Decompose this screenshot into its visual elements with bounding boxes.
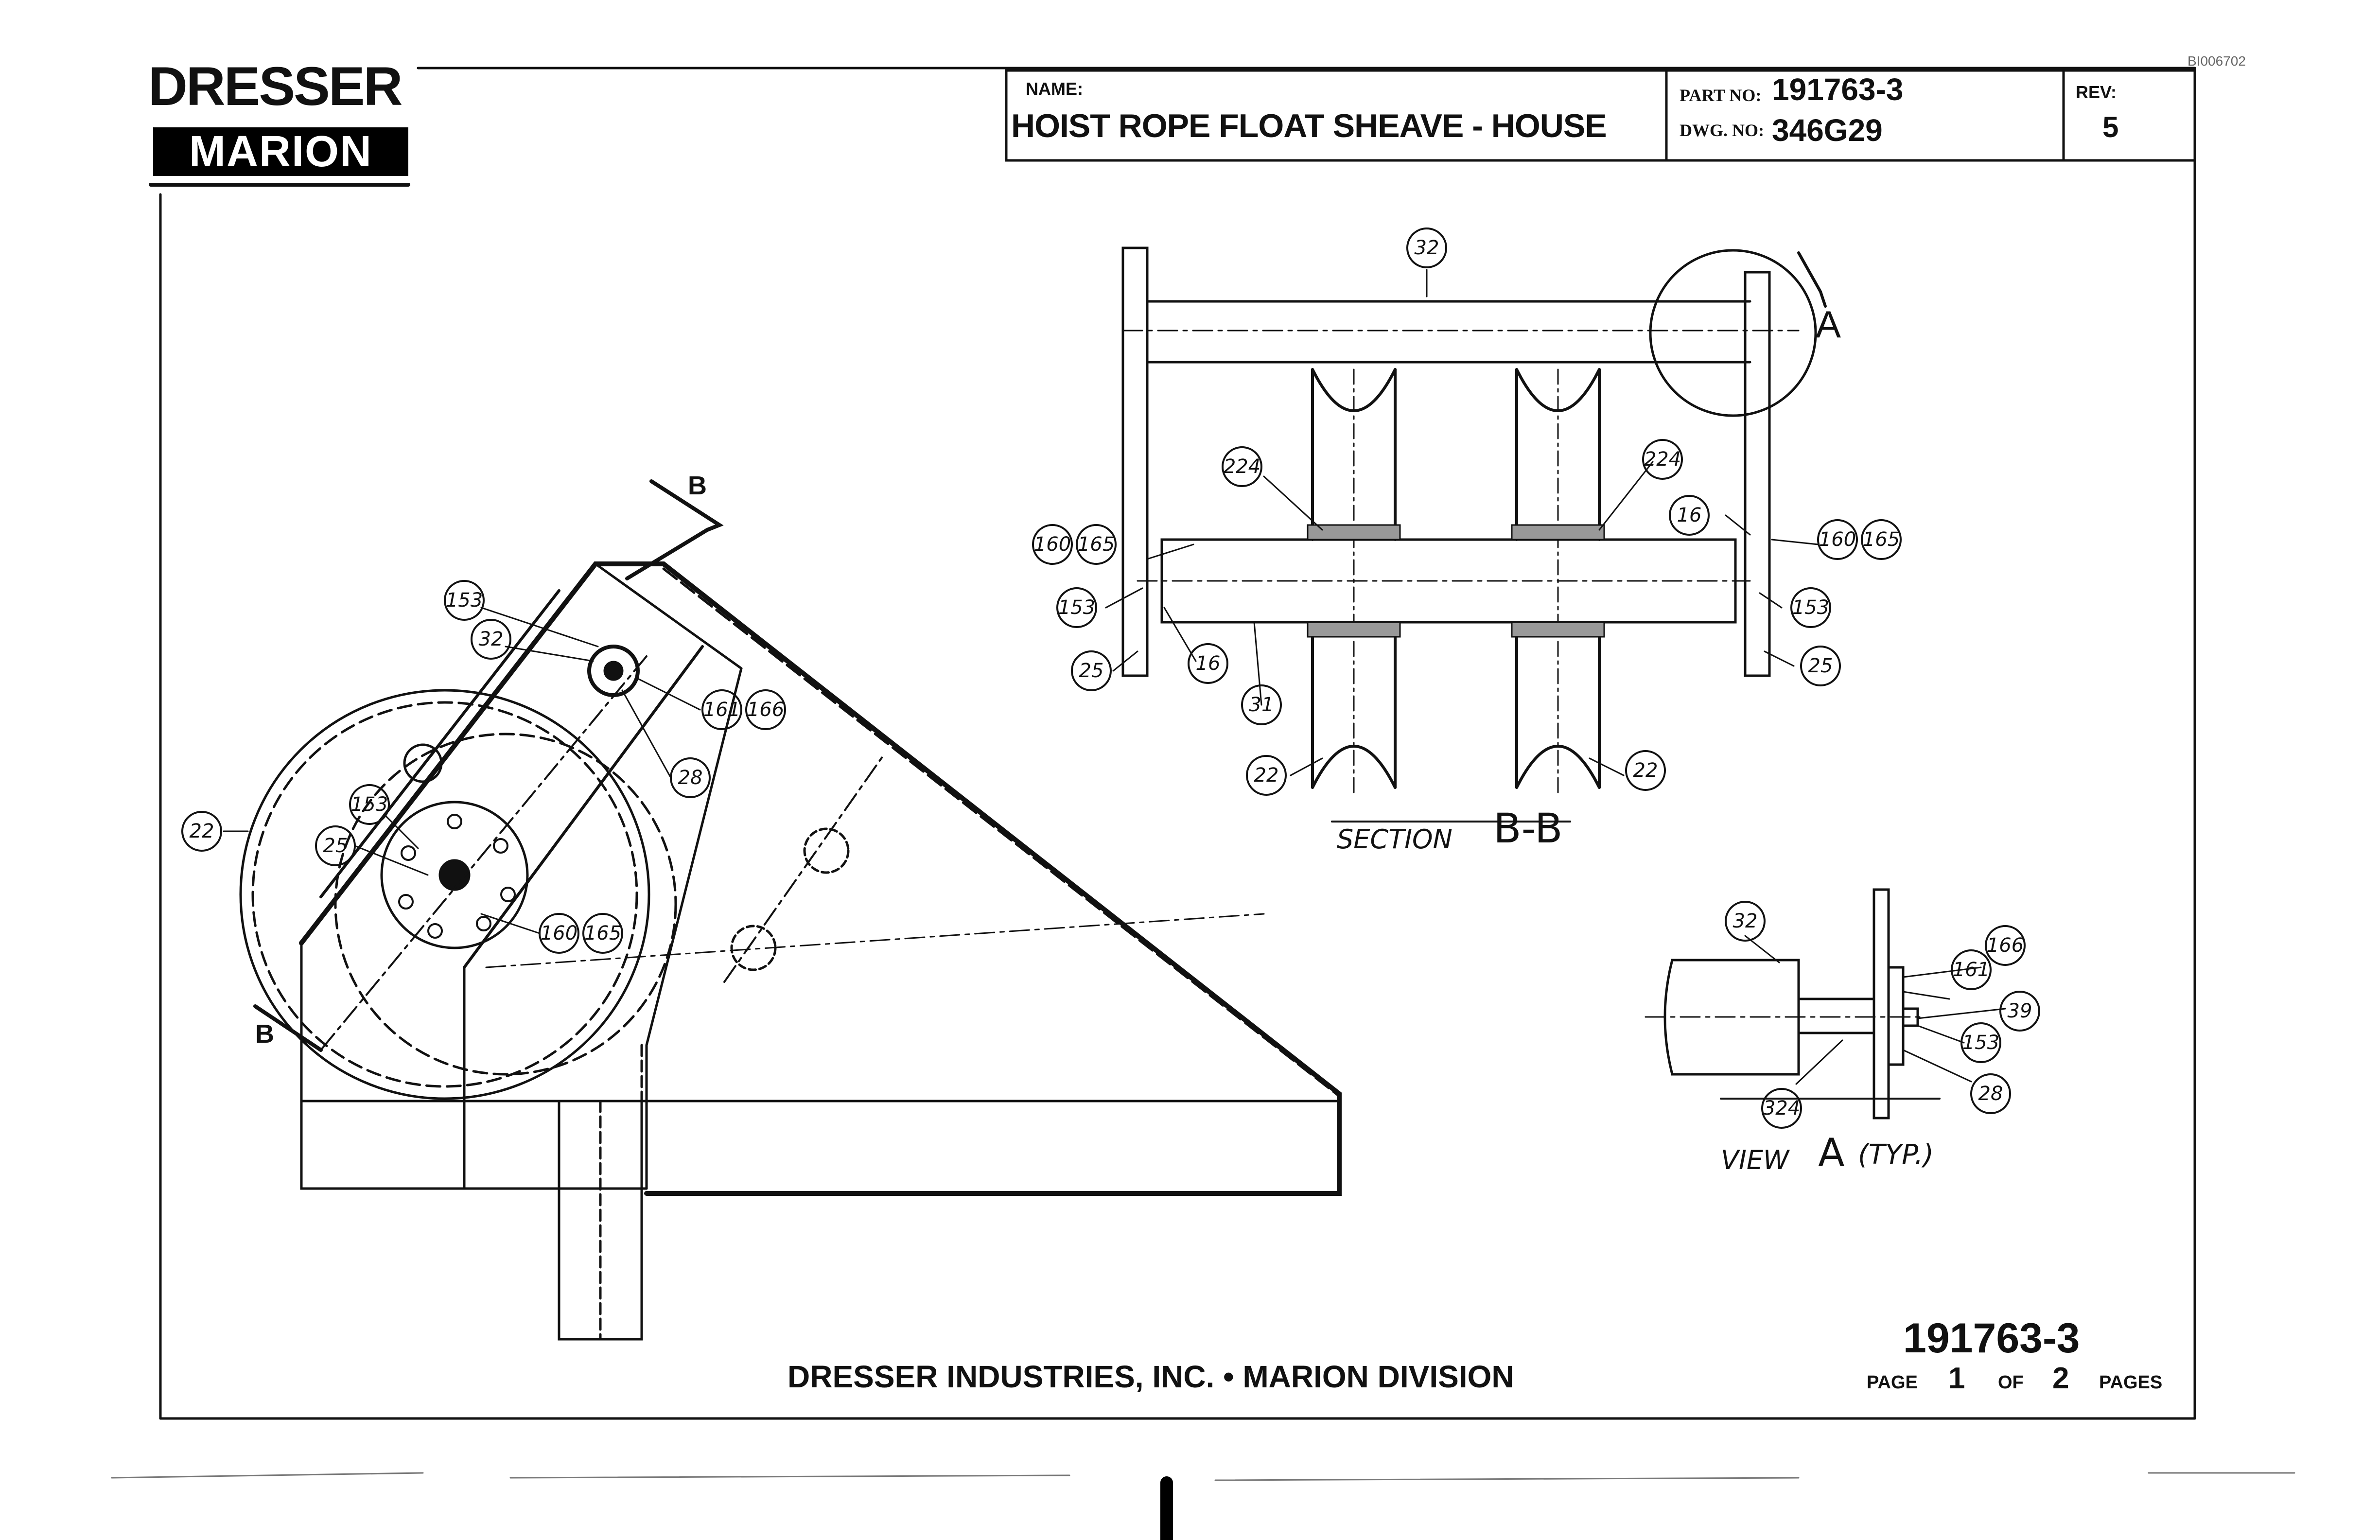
name-label: NAME: [1026,79,1083,99]
drawing-border [149,67,2196,1420]
logo-dresser: DRESSER [148,56,402,117]
callout-label: 153 [445,589,483,612]
callout-label: 32 [1414,237,1439,259]
callout-label: 32 [1732,910,1758,932]
callout-label: 161 [1952,959,1990,981]
section-b-b-view [1121,246,1827,822]
callout-label: 22 [1254,764,1279,787]
callout-label: 32 [478,628,504,650]
callout-label: 160 [1033,533,1071,556]
section-b-marker-top: B [688,471,707,500]
callout-label: 165 [1862,528,1900,551]
callout-label: 165 [584,922,622,945]
company-name: DRESSER INDUSTRIES, INC. • MARION DIVISI… [788,1359,1514,1394]
callout-label: 28 [678,767,703,789]
page-number: 1 [1948,1362,1965,1395]
pages-word: PAGES [2099,1372,2163,1393]
logo-marion: MARION [153,127,408,176]
housing-view [239,479,1342,1341]
callout-leaders [223,269,2006,1085]
callout-label: 166 [747,699,785,721]
view-title-word: VIEW [1721,1145,1789,1175]
callout-label: 165 [1077,533,1115,556]
section-b-marker-bottom: B [255,1019,274,1049]
callout-bubbles [181,228,2040,1129]
callout-label: 224 [1223,455,1261,478]
dwg-no: 346G29 [1772,113,1883,148]
section-title-word: SECTION [1337,824,1452,855]
view-a-marker: A [1816,303,1841,346]
callout-label: 39 [2007,1000,2032,1022]
page-count: 2 [2052,1362,2069,1395]
page-word: PAGE [1867,1372,1918,1393]
dwg-no-label: DWG. NO: [1680,121,1764,140]
scan-id: BI006702 [2188,53,2246,69]
callout-label: 25 [1079,660,1104,682]
of-word: OF [1998,1372,2024,1393]
callout-label: 153 [1058,596,1096,619]
part-no-label: PART NO: [1680,86,1762,105]
drawing-name: HOIST ROPE FLOAT SHEAVE - HOUSE [1011,107,1607,144]
view-title-id: A [1818,1130,1845,1175]
section-title-id: B-B [1493,805,1563,852]
callout-label: 16 [1195,652,1221,675]
rev-label: REV: [2076,82,2117,102]
callout-label: 22 [1633,759,1658,782]
callout-label: 31 [1249,694,1274,716]
callout-label: 160 [1819,528,1856,551]
callout-label: 153 [1792,596,1830,619]
callout-label: 16 [1677,504,1702,526]
callout-label: 324 [1763,1097,1801,1120]
callout-label: 153 [350,793,388,816]
callout-label: 160 [540,922,578,945]
scan-artifacts [111,1472,2295,1540]
callout-label: 25 [1808,655,1833,677]
title-block [1005,69,2196,162]
footer-part-no: 191763-3 [1903,1315,2080,1362]
callout-label: 28 [1978,1083,2003,1105]
view-a-detail [1645,888,1941,1120]
callout-label: 25 [323,835,348,857]
rev-value: 5 [2102,111,2119,143]
callout-label: 224 [1644,448,1681,471]
view-title-typ: (TYP.) [1858,1139,1934,1171]
callout-label: 161 [703,699,741,721]
part-no: 191763-3 [1772,72,1904,107]
callout-label: 166 [1986,934,2024,957]
callout-label: 22 [189,820,214,842]
callout-label: 153 [1962,1032,2000,1054]
